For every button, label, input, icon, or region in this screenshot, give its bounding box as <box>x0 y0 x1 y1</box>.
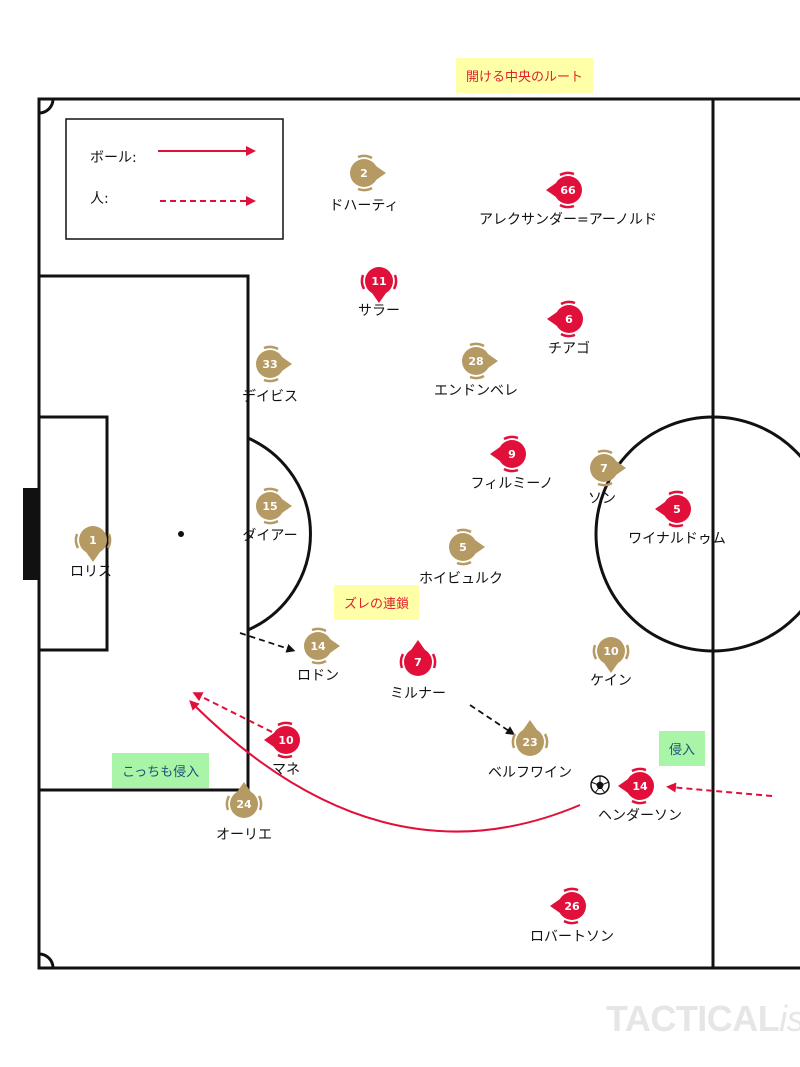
player-number: 2 <box>360 167 368 180</box>
player-name: ロドン <box>297 668 339 684</box>
corner-arc-bottom <box>38 952 55 969</box>
player-name: ヘンダーソン <box>598 808 682 824</box>
player-marker-gold-14: 14 ロドン <box>297 627 340 684</box>
player-name: ケイン <box>590 673 632 689</box>
player-marker-gold-10: 10 ケイン <box>590 637 632 689</box>
player-name: オーリエ <box>216 827 272 843</box>
bergwijn-shift-arrow <box>469 704 515 735</box>
player-number: 14 <box>632 780 648 793</box>
goal <box>23 488 39 580</box>
player-marker-gold-2: 2 ドハーティ <box>329 154 399 214</box>
player-marker-red-66: 66 アレクサンダー=アーノルド <box>479 171 657 228</box>
player-name: ミルナー <box>390 686 446 702</box>
player-number: 9 <box>508 448 516 461</box>
player-marker-gold-5: 5 ホイビュルク <box>419 528 503 587</box>
player-marker-gold-33: 33 デイビス <box>242 345 298 405</box>
movement-arrows <box>189 632 773 833</box>
player-name: ソン <box>588 491 616 507</box>
player-number: 6 <box>565 313 573 326</box>
player-number: 14 <box>310 640 326 653</box>
player-name: ドハーティ <box>329 198 398 214</box>
player-marker-red-11: 11 サラー <box>358 267 400 319</box>
player-marker-gold-24: 24 オーリエ <box>216 782 272 843</box>
penalty-spot <box>178 531 184 537</box>
player-number: 66 <box>560 184 576 197</box>
legend-box: ボール: 人: <box>65 118 284 240</box>
player-number: 23 <box>522 736 537 749</box>
player-marker-gold-28: 28 エンドンベレ <box>434 342 518 399</box>
mane-run-arrow <box>192 692 273 733</box>
penalty-area <box>37 274 250 792</box>
player-name: ロバートソン <box>530 929 614 945</box>
player-name: マネ <box>272 762 300 778</box>
player-marker-red-5: 5 ワイナルドゥム <box>628 490 726 547</box>
player-number: 7 <box>414 656 422 669</box>
player-name: サラー <box>358 303 400 319</box>
center-circle <box>594 415 800 653</box>
player-marker-red-6: 6 チアゴ <box>547 300 590 357</box>
player-marker-gold-15: 15 ダイアー <box>242 487 298 544</box>
player-name: ワイナルドゥム <box>628 531 726 547</box>
player-number: 11 <box>371 275 386 288</box>
player-name: ロリス <box>70 564 112 580</box>
player-name: ダイアー <box>242 528 297 544</box>
player-marker-red-14: 14 ヘンダーソン <box>598 767 682 824</box>
chain-shift-note: ズレの連鎖 <box>334 585 420 620</box>
player-marker-gold-1: 1 ロリス <box>70 526 112 580</box>
player-number: 5 <box>459 541 467 554</box>
henderson-run-arrow <box>666 782 773 797</box>
players-layer: 2 ドハーティ 66 アレクサンダー=アーノルド 11 サラー 6 チアゴ 33 デイビス 28 エン… <box>70 154 726 945</box>
player-number: 24 <box>236 798 252 811</box>
player-number: 28 <box>468 355 483 368</box>
player-name: フィルミーノ <box>471 476 554 492</box>
player-number: 10 <box>603 645 619 658</box>
tacticalista-watermark: TACTICALista <box>606 998 800 1039</box>
player-number: 26 <box>564 900 580 913</box>
player-marker-red-9: 9 フィルミーノ <box>471 435 554 492</box>
player-name: アレクサンダー=アーノルド <box>479 212 657 228</box>
player-name: ベルフワイン <box>488 765 572 781</box>
invade-right-note: 侵入 <box>659 731 706 766</box>
player-number: 10 <box>278 734 294 747</box>
player-marker-gold-23: 23 ベルフワイン <box>488 720 572 781</box>
ball-pass-arrow <box>189 700 581 833</box>
player-marker-gold-7: 7 ソン <box>588 449 626 507</box>
invade-left-note: こっちも侵入 <box>112 753 210 788</box>
player-marker-red-26: 26 ロバートソン <box>530 887 614 945</box>
player-number: 7 <box>600 462 608 475</box>
player-name: ホイビュルク <box>419 571 503 587</box>
player-number: 5 <box>673 503 681 516</box>
legend-ball-label: ボール: <box>90 150 137 166</box>
legend-person-label: 人: <box>90 191 109 207</box>
football-icon <box>590 775 610 795</box>
central-route-note: 開ける中央のルート <box>456 58 594 93</box>
corner-arc-top <box>38 98 55 115</box>
player-name: エンドンベレ <box>434 383 518 399</box>
player-number: 15 <box>262 500 277 513</box>
player-name: デイビス <box>242 388 298 405</box>
player-number: 1 <box>89 534 97 547</box>
player-marker-red-7: 7 ミルナー <box>390 640 446 702</box>
player-name: チアゴ <box>548 340 590 357</box>
player-marker-red-10: 10 マネ <box>264 721 300 778</box>
player-number: 33 <box>262 358 277 371</box>
penalty-arc <box>247 436 312 632</box>
rodon-shift-arrow <box>239 632 296 653</box>
